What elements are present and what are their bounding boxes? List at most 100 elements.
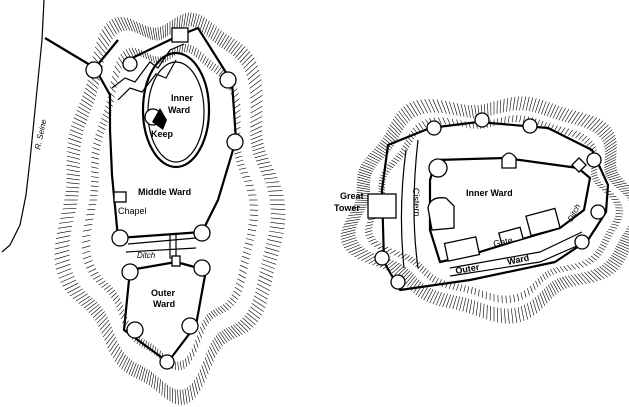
escarpment-hachure [354,250,368,258]
escarpment-hachure [95,133,103,138]
escarpment-hachure [452,283,456,290]
escarpment-hachure [382,137,394,147]
escarpment-hachure [246,312,259,323]
escarpment-hachure [86,83,98,93]
escarpment-hachure [261,263,275,269]
escarpment-hachure [251,142,264,148]
escarpment-hachure [210,311,216,318]
inner-ward-turret [571,157,587,173]
escarpment-hachure [478,289,480,297]
escarpment-hachure [417,263,423,270]
escarpment-hachure [129,18,136,33]
escarpment-hachure [252,299,266,308]
escarpment-hachure [357,174,371,179]
escarpment-hachure [611,223,619,226]
escarpment-hachure [191,46,194,55]
escarpment-hachure [155,27,158,41]
escarpment-hachure [94,138,102,142]
escarpment-hachure [541,101,547,115]
escarpment-hachure [189,352,193,361]
escarpment-hachure [389,249,396,255]
escarpment-hachure [620,237,629,241]
escarpment-hachure [90,271,99,277]
escarpment-hachure [616,184,629,188]
escarpment-hachure [78,295,91,304]
escarpment-hachure [563,265,568,272]
escarpment-hachure [248,224,258,227]
escarpment-hachure [389,124,401,136]
gate-label: Gate [492,235,513,249]
escarpment-hachure [524,290,527,298]
escarpment-hachure [90,180,99,183]
escarpment-hachure [356,179,371,184]
escarpment-hachure [103,26,113,40]
escarpment-hachure [341,226,357,231]
escarpment-hachure [148,371,152,386]
escarpment-hachure [79,102,92,111]
escarpment-hachure [558,107,566,121]
escarpment-hachure [442,117,446,125]
escarpment-hachure [92,308,104,318]
escarpment-hachure [527,303,532,318]
escarpment-hachure [85,264,95,269]
escarpment-hachure [218,69,225,77]
escarpment-hachure [197,51,202,60]
escarpment-hachure [423,287,431,301]
escarpment-hachure [546,103,553,117]
escarpment-hachure [258,275,272,282]
escarpment-hachure [247,229,257,232]
escarpment-hachure [76,110,89,118]
escarpment-hachure [204,316,210,324]
escarpment-hachure [257,161,271,165]
escarpment-hachure [177,389,179,405]
great-tower-label-line1: Great [340,191,364,201]
escarpment-hachure [204,58,209,66]
escarpment-hachure [55,259,70,265]
escarpment-hachure [263,255,277,261]
escarpment-hachure [584,138,591,144]
escarpment-hachure [111,76,118,83]
escarpment-hachure [365,224,373,227]
escarpment-hachure [355,199,369,201]
escarpment-hachure [112,346,121,359]
escarpment-hachure [119,354,126,368]
escarpment-hachure [505,295,507,304]
escarpment-hachure [385,132,397,143]
escarpment-hachure [137,48,142,57]
inner-ward-wall [141,51,211,169]
escarpment-hachure [475,301,479,316]
escarpment-hachure [449,101,454,115]
escarpment-hachure [371,241,379,245]
escarpment-hachure [233,290,241,297]
escarpment-hachure [597,124,609,136]
escarpment-hachure [195,49,200,58]
escarpment-hachure [455,296,461,310]
escarpment-hachure [601,264,614,275]
escarpment-hachure [107,337,116,349]
escarpment-hachure [570,274,580,286]
escarpment-hachure [406,275,416,287]
escarpment-hachure [246,65,258,76]
escarpment-hachure [604,167,617,173]
escarpment-hachure [467,104,471,118]
escarpment-hachure [210,342,218,355]
escarpment-hachure [412,101,422,115]
escarpment-hachure [609,226,617,229]
escarpment-hachure [217,333,225,345]
escarpment-hachure [234,151,242,155]
escarpment-hachure [164,24,166,38]
escarpment-hachure [487,103,489,117]
escarpment-hachure [440,100,447,114]
escarpment-hachure [570,264,576,270]
escarpment-hachure [254,295,267,304]
escarpment-hachure [555,106,563,120]
escarpment-hachure [90,306,102,316]
escarpment-hachure [182,389,185,405]
escarpment-hachure [193,47,197,56]
escarpment-hachure [581,135,588,142]
escarpment-hachure [356,181,371,186]
escarpment-hachure [66,169,80,173]
escarpment-hachure [535,297,540,311]
escarpment-hachure [424,270,429,277]
escarpment-hachure [203,361,209,375]
